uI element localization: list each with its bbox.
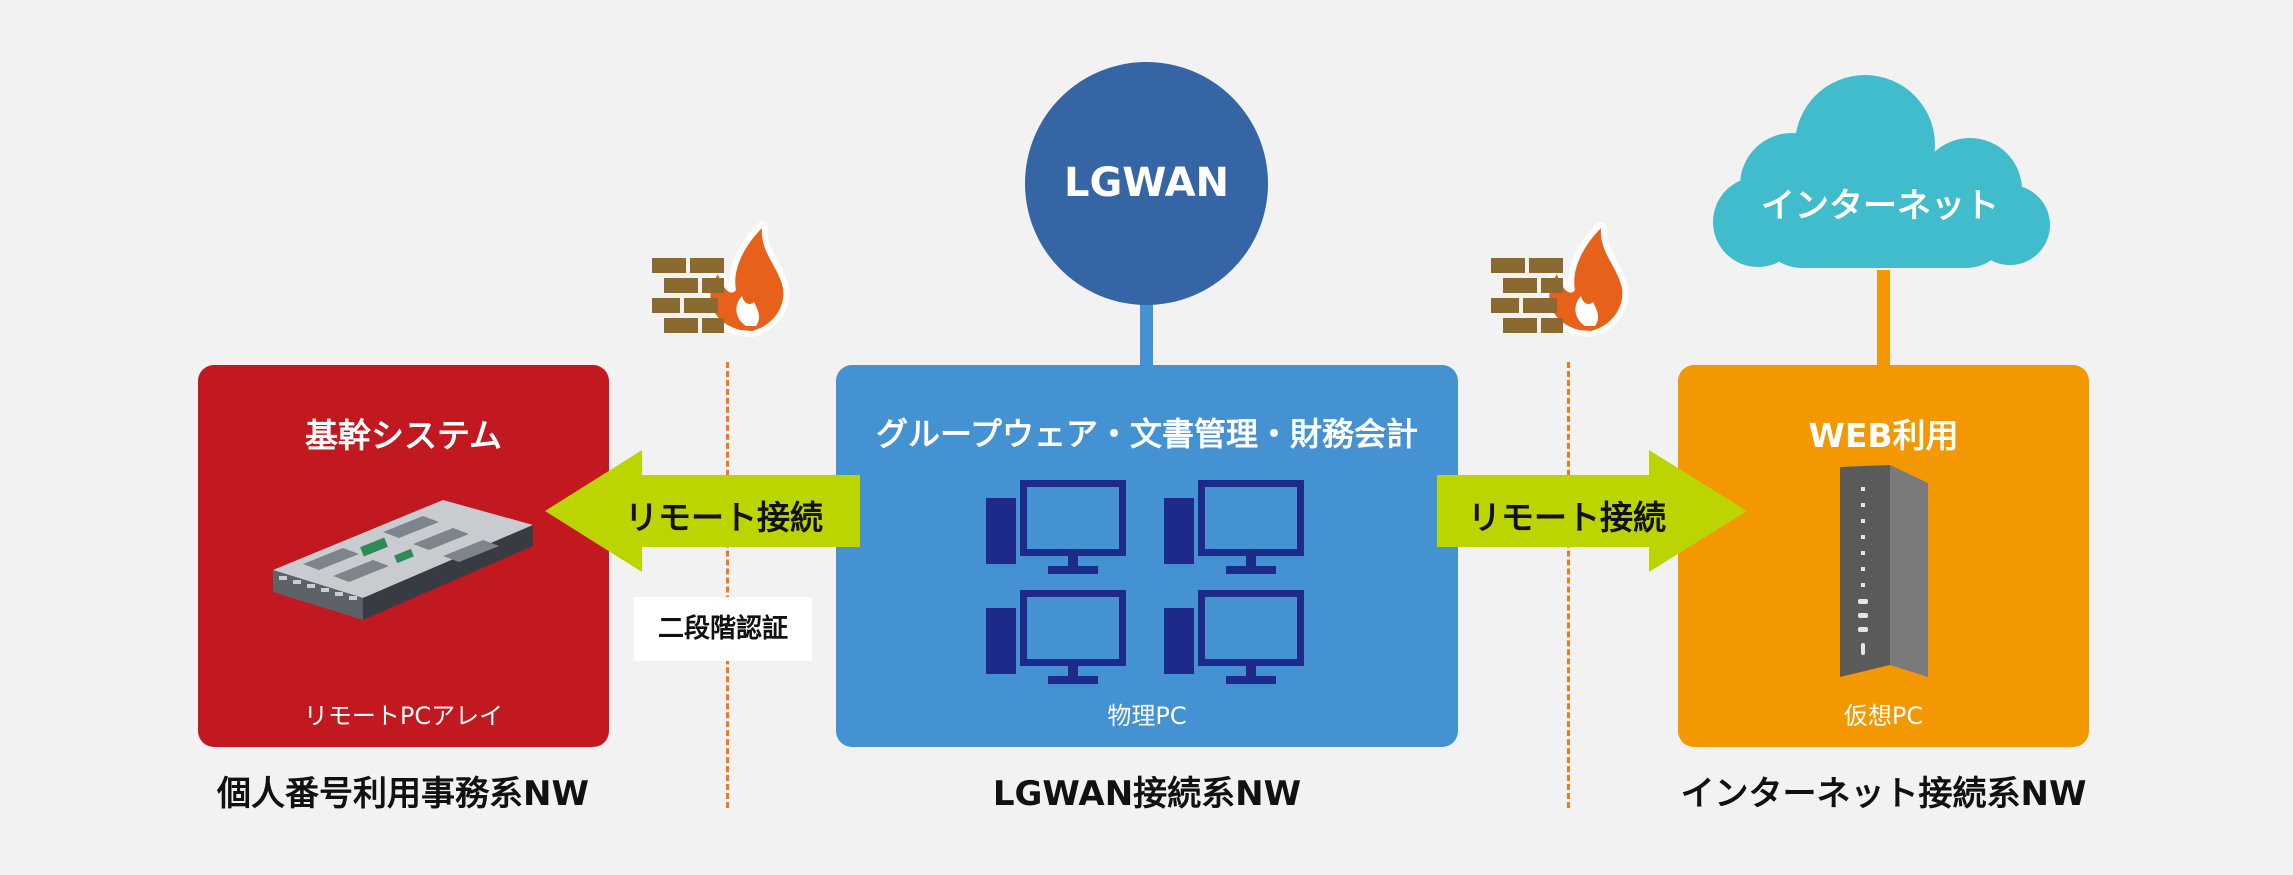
core-system-subtitle: リモートPCアレイ [303, 702, 504, 730]
zone-label-center: LGWAN接続系NW [992, 774, 1302, 814]
web-use-subtitle: 仮想PC [1843, 702, 1924, 730]
core-system-title: 基幹システム [304, 416, 502, 455]
monitor-icon-2 [1164, 480, 1304, 574]
server-rack-icon [273, 500, 533, 620]
internet-cloud-label: インターネット [1761, 186, 1999, 226]
left-remote-arrow [545, 450, 860, 572]
zone-label-left: 個人番号利用事務系NW [217, 774, 589, 814]
firewall-right-icon [1491, 222, 1629, 337]
left-remote-arrow-label: リモート接続 [625, 498, 823, 537]
core-system-box: 基幹システム リモートPCアレイ [198, 365, 609, 747]
right-remote-arrow [1437, 450, 1747, 572]
zone-label-right: インターネット接続系NW [1680, 774, 2087, 814]
groupware-subtitle: 物理PC [1107, 702, 1187, 730]
groupware-box: グループウェア・文書管理・財務会計 物理PC [836, 365, 1458, 747]
firewall-left-icon [652, 222, 790, 337]
firewall-divider-left [726, 362, 729, 808]
lgwan-circle: LGWAN [1025, 62, 1268, 305]
tower-server-icon [1840, 465, 1928, 677]
web-use-title: WEB利用 [1808, 416, 1959, 455]
two-factor-auth-badge: 二段階認証 [634, 597, 812, 661]
right-remote-arrow-label: リモート接続 [1468, 498, 1666, 537]
firewall-divider-right [1567, 362, 1570, 808]
monitor-icon-1 [986, 480, 1126, 574]
monitor-icon-4 [1164, 590, 1304, 684]
monitor-icon-3 [986, 590, 1126, 684]
groupware-title: グループウェア・文書管理・財務会計 [875, 415, 1419, 453]
internet-cloud-icon [1713, 75, 2050, 268]
web-use-box: WEB利用 仮想PC [1678, 365, 2089, 747]
internet-connector-line [1877, 270, 1890, 365]
